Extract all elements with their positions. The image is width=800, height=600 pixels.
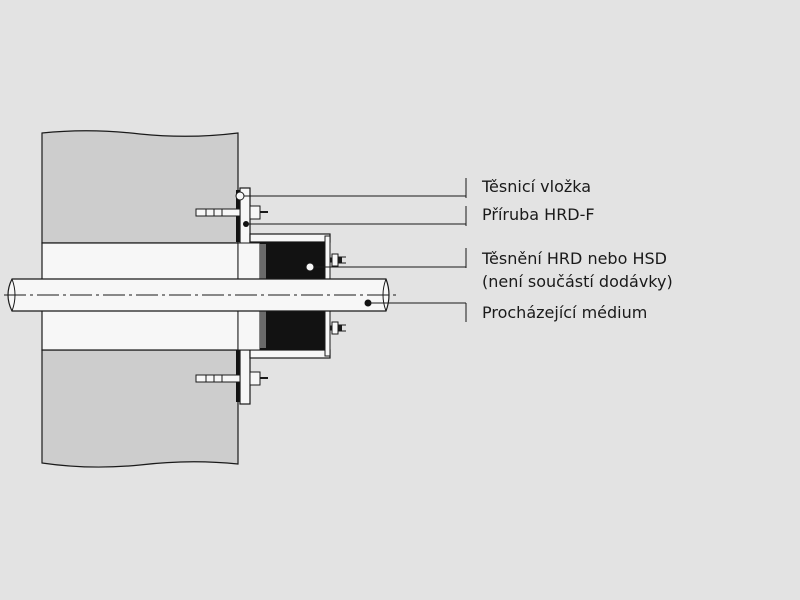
flange-collar-lower xyxy=(249,349,331,359)
label-seal-line1: Těsnění HRD nebo HSD xyxy=(482,249,667,268)
label-seal-line2: (není součástí dodávky) xyxy=(482,272,673,291)
seal-nut-lower xyxy=(330,321,346,335)
seal-block-lower xyxy=(260,311,326,350)
seal-nut-upper xyxy=(330,253,346,267)
label-flange: Příruba HRD-F xyxy=(482,205,595,224)
flange-plate-lower xyxy=(239,349,251,405)
sleeve-tube-upper xyxy=(237,242,261,280)
leader-flange xyxy=(243,206,467,227)
pressure-plate-upper xyxy=(324,235,331,280)
wall-lower xyxy=(41,349,239,468)
leader-seal xyxy=(305,248,467,272)
leader-medium xyxy=(364,299,467,322)
label-medium: Procházející médium xyxy=(482,303,648,322)
seal-edge-upper xyxy=(260,244,266,279)
anchor-bolt-upper xyxy=(195,205,268,220)
seal-block-upper xyxy=(260,242,326,279)
leader-sealing-insert xyxy=(235,178,467,201)
flange-collar-upper xyxy=(249,233,331,243)
seal-edge-lower xyxy=(260,311,266,348)
label-sealing-insert: Těsnicí vložka xyxy=(482,177,592,196)
wall-upper xyxy=(41,130,239,244)
sleeve-tube-lower xyxy=(237,310,261,351)
anchor-bolt-lower xyxy=(195,371,268,386)
pressure-plate-lower xyxy=(324,310,331,357)
